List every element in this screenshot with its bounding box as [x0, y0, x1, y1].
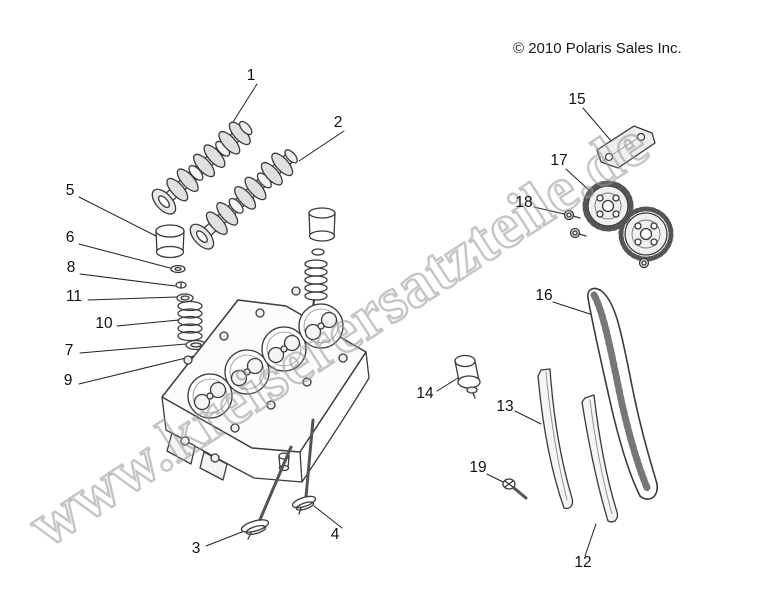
valve-tappet-2	[304, 207, 336, 325]
chain-guide-rear	[581, 394, 619, 523]
head-bores	[187, 303, 344, 419]
copyright-notice: © 2010 Polaris Sales Inc.	[513, 40, 682, 57]
flange-bolts	[563, 209, 587, 239]
timing-chain	[587, 287, 658, 500]
cam-sprockets	[582, 180, 674, 269]
valve-4	[291, 418, 317, 515]
mounting-bolt	[502, 478, 528, 500]
valve-3	[240, 445, 293, 540]
leader-lines	[78, 83, 613, 557]
valve-tappet	[155, 224, 185, 259]
cam-bracket	[596, 125, 656, 169]
camshaft-1	[151, 120, 253, 215]
cylinder-head	[161, 286, 370, 483]
chain-guide-front	[537, 368, 574, 510]
chain-tensioner	[454, 354, 481, 399]
head-bolt-bosses	[183, 286, 348, 433]
camshaft-2	[189, 149, 298, 250]
